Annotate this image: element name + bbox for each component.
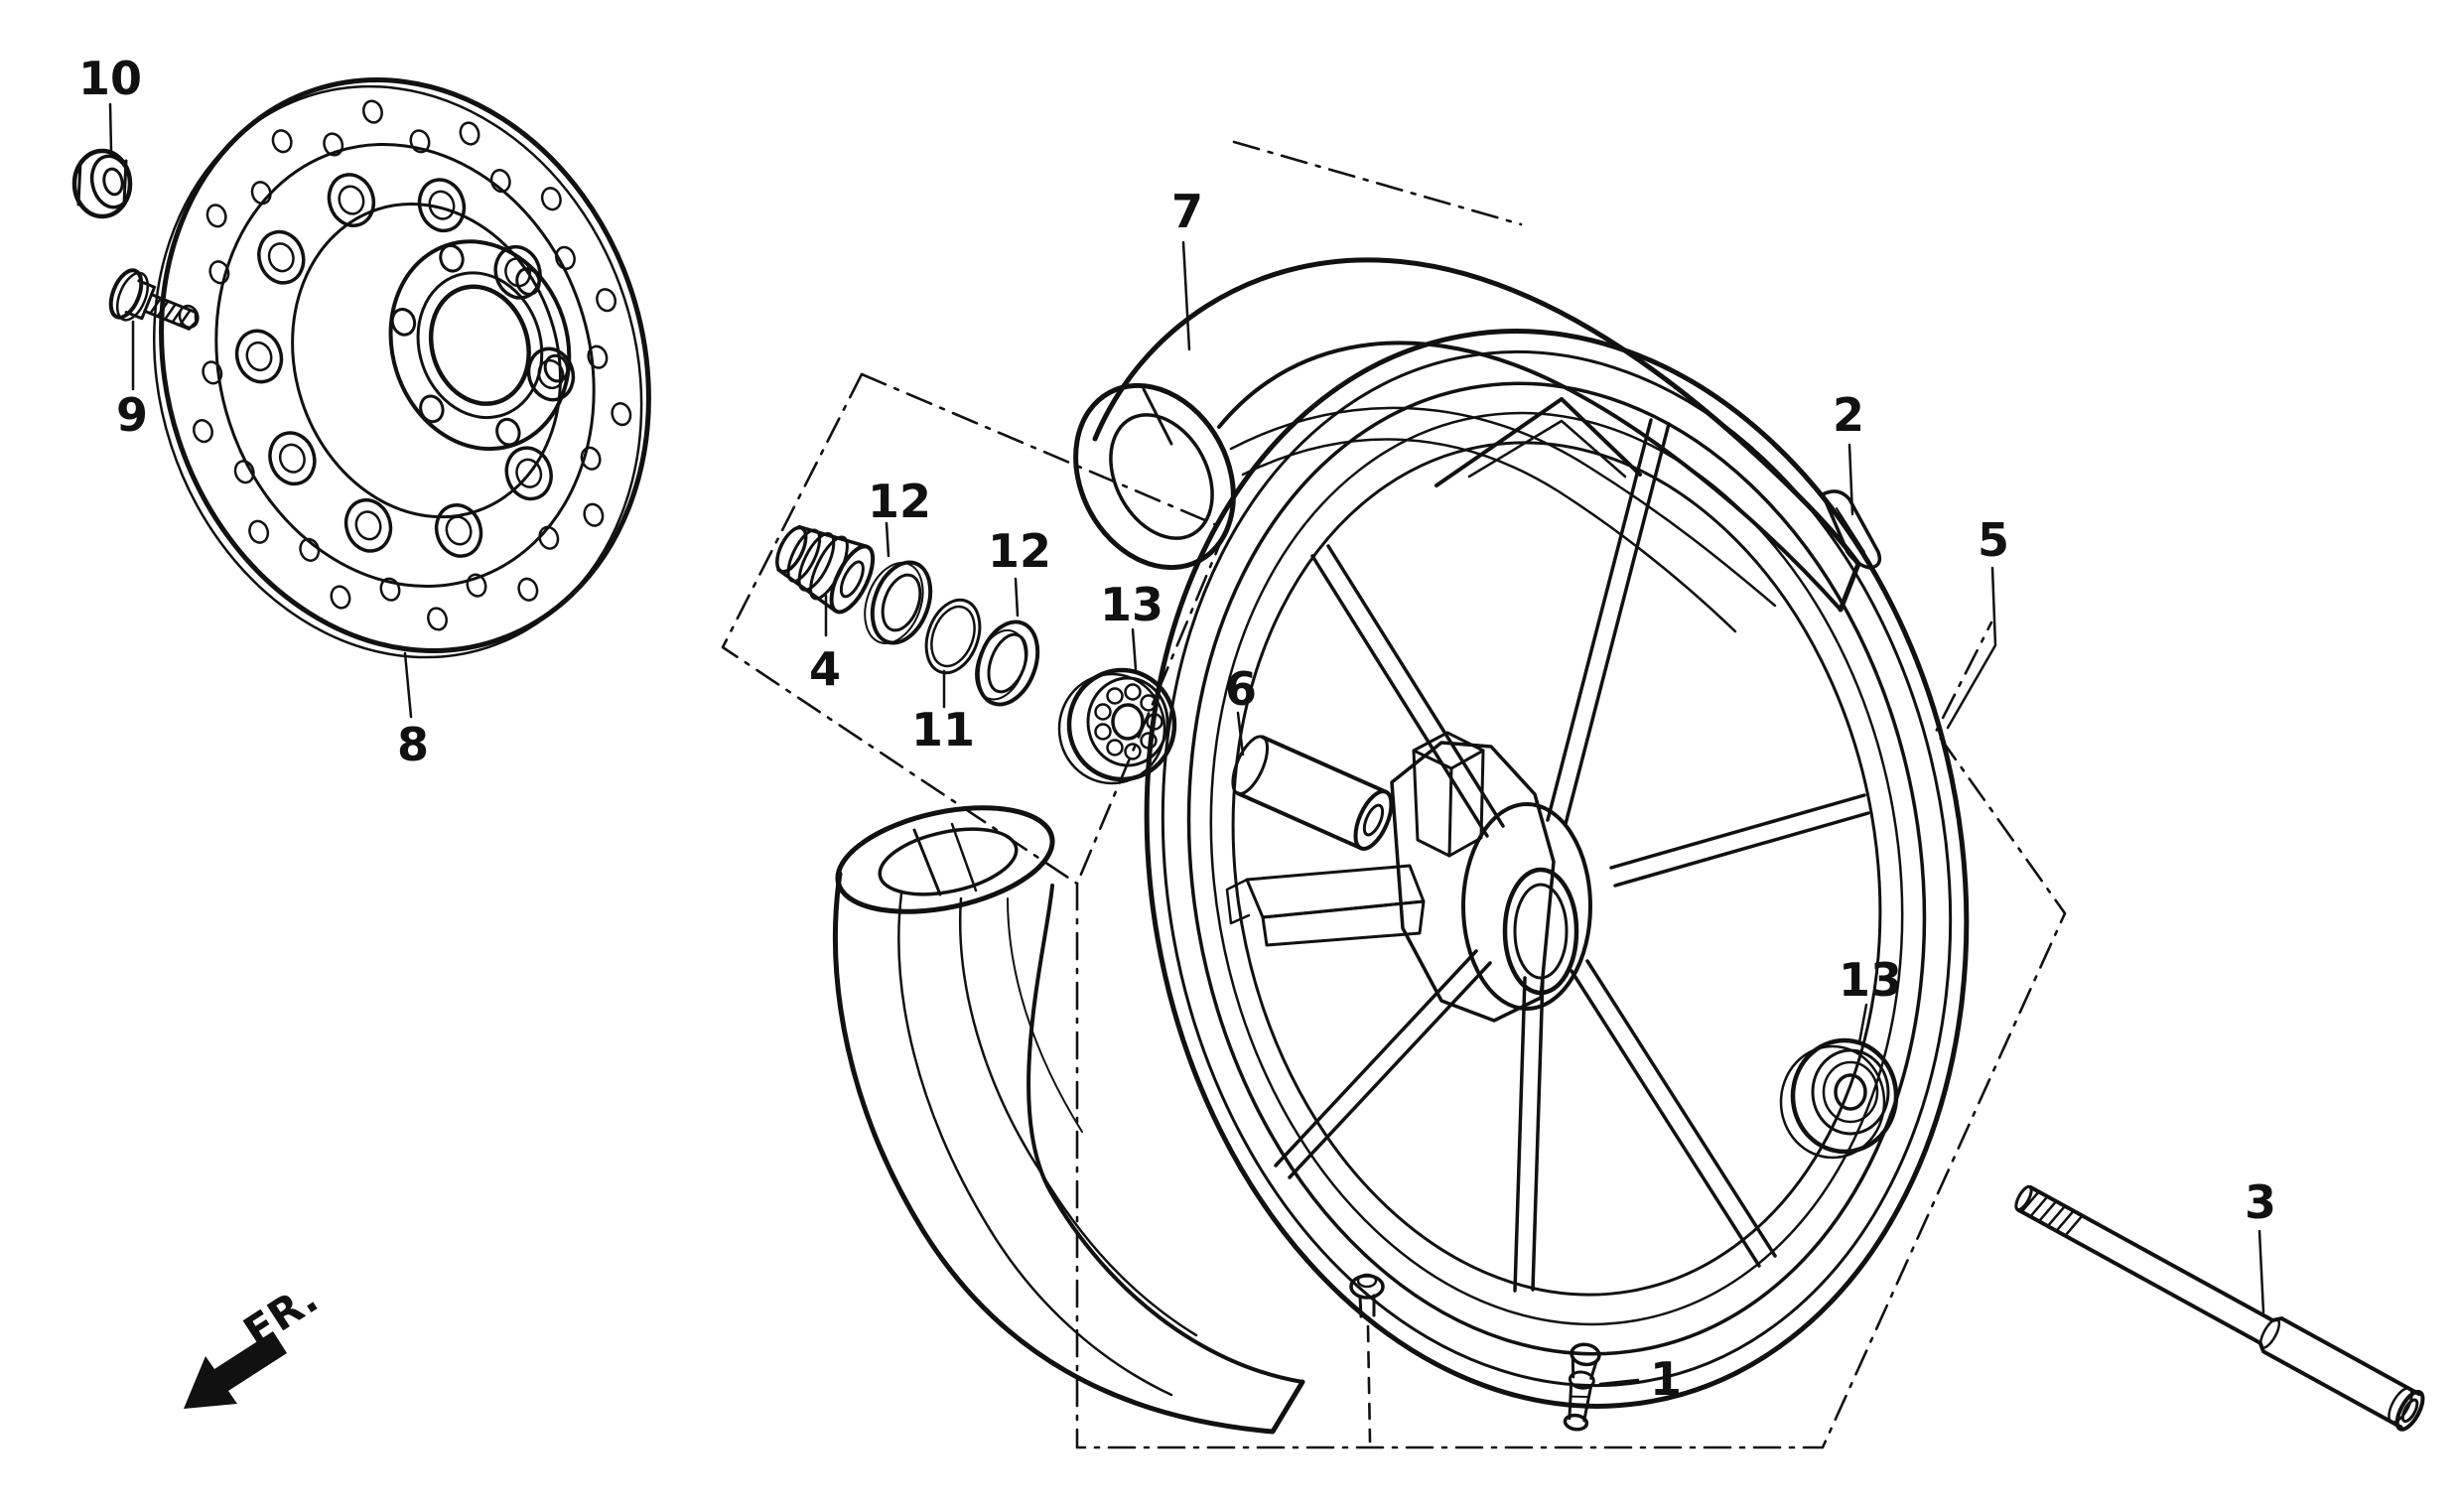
callout-6: 6 (1225, 662, 1257, 716)
distance-collar (1231, 735, 1394, 851)
callout-5: 5 (1978, 513, 2009, 567)
callout-12b: 12 (988, 524, 1051, 578)
tire-lower-half (832, 805, 1305, 1435)
wheel-bearing-right (1779, 1037, 1899, 1160)
axle-nut (71, 148, 133, 219)
snap-ring (924, 598, 982, 675)
callout-8: 8 (397, 718, 429, 771)
rim-section-cut (1435, 397, 1642, 487)
rim-valve-boss (1349, 1273, 1385, 1318)
callout-13b: 13 (1839, 953, 1902, 1007)
callout-4: 4 (809, 642, 841, 696)
part-callouts: 1 2 3 4 5 6 7 8 9 10 11 12 12 13 13 (78, 52, 2276, 1406)
wheel-rim (1144, 329, 1970, 1409)
callout-12a: 12 (868, 475, 931, 528)
disc-bolt (108, 268, 198, 331)
fr-label: FR. (235, 1274, 327, 1356)
callout-10: 10 (78, 52, 142, 105)
balance-weight (1821, 489, 1882, 570)
leader-lines (108, 102, 2265, 1386)
callout-1: 1 (1650, 1352, 1682, 1406)
wheel-hub (1225, 731, 1592, 1023)
brake-disc (152, 77, 651, 659)
wheel-bearing-left (1057, 667, 1177, 785)
front-axle (2014, 1184, 2425, 1432)
disc-hub-plate (388, 239, 572, 452)
wheel-spokes (1274, 418, 1870, 1293)
valve-centerline (1366, 1324, 1372, 1443)
callout-9: 9 (116, 388, 148, 442)
callout-3: 3 (2245, 1175, 2276, 1229)
disc-float-buttons (234, 173, 576, 558)
dust-seal (864, 560, 933, 645)
dust-seal-outer (975, 619, 1040, 707)
tire-upper-half (1073, 257, 1861, 633)
front-wheel (1144, 329, 1970, 1443)
callout-2: 2 (1833, 388, 1864, 442)
disc-drill-holes (178, 99, 632, 631)
callout-11: 11 (911, 703, 975, 756)
callout-7: 7 (1171, 185, 1203, 238)
callout-13a: 13 (1100, 578, 1163, 631)
tubeless-valve (1563, 1342, 1601, 1432)
fr-direction-arrow: FR. (184, 1274, 327, 1409)
